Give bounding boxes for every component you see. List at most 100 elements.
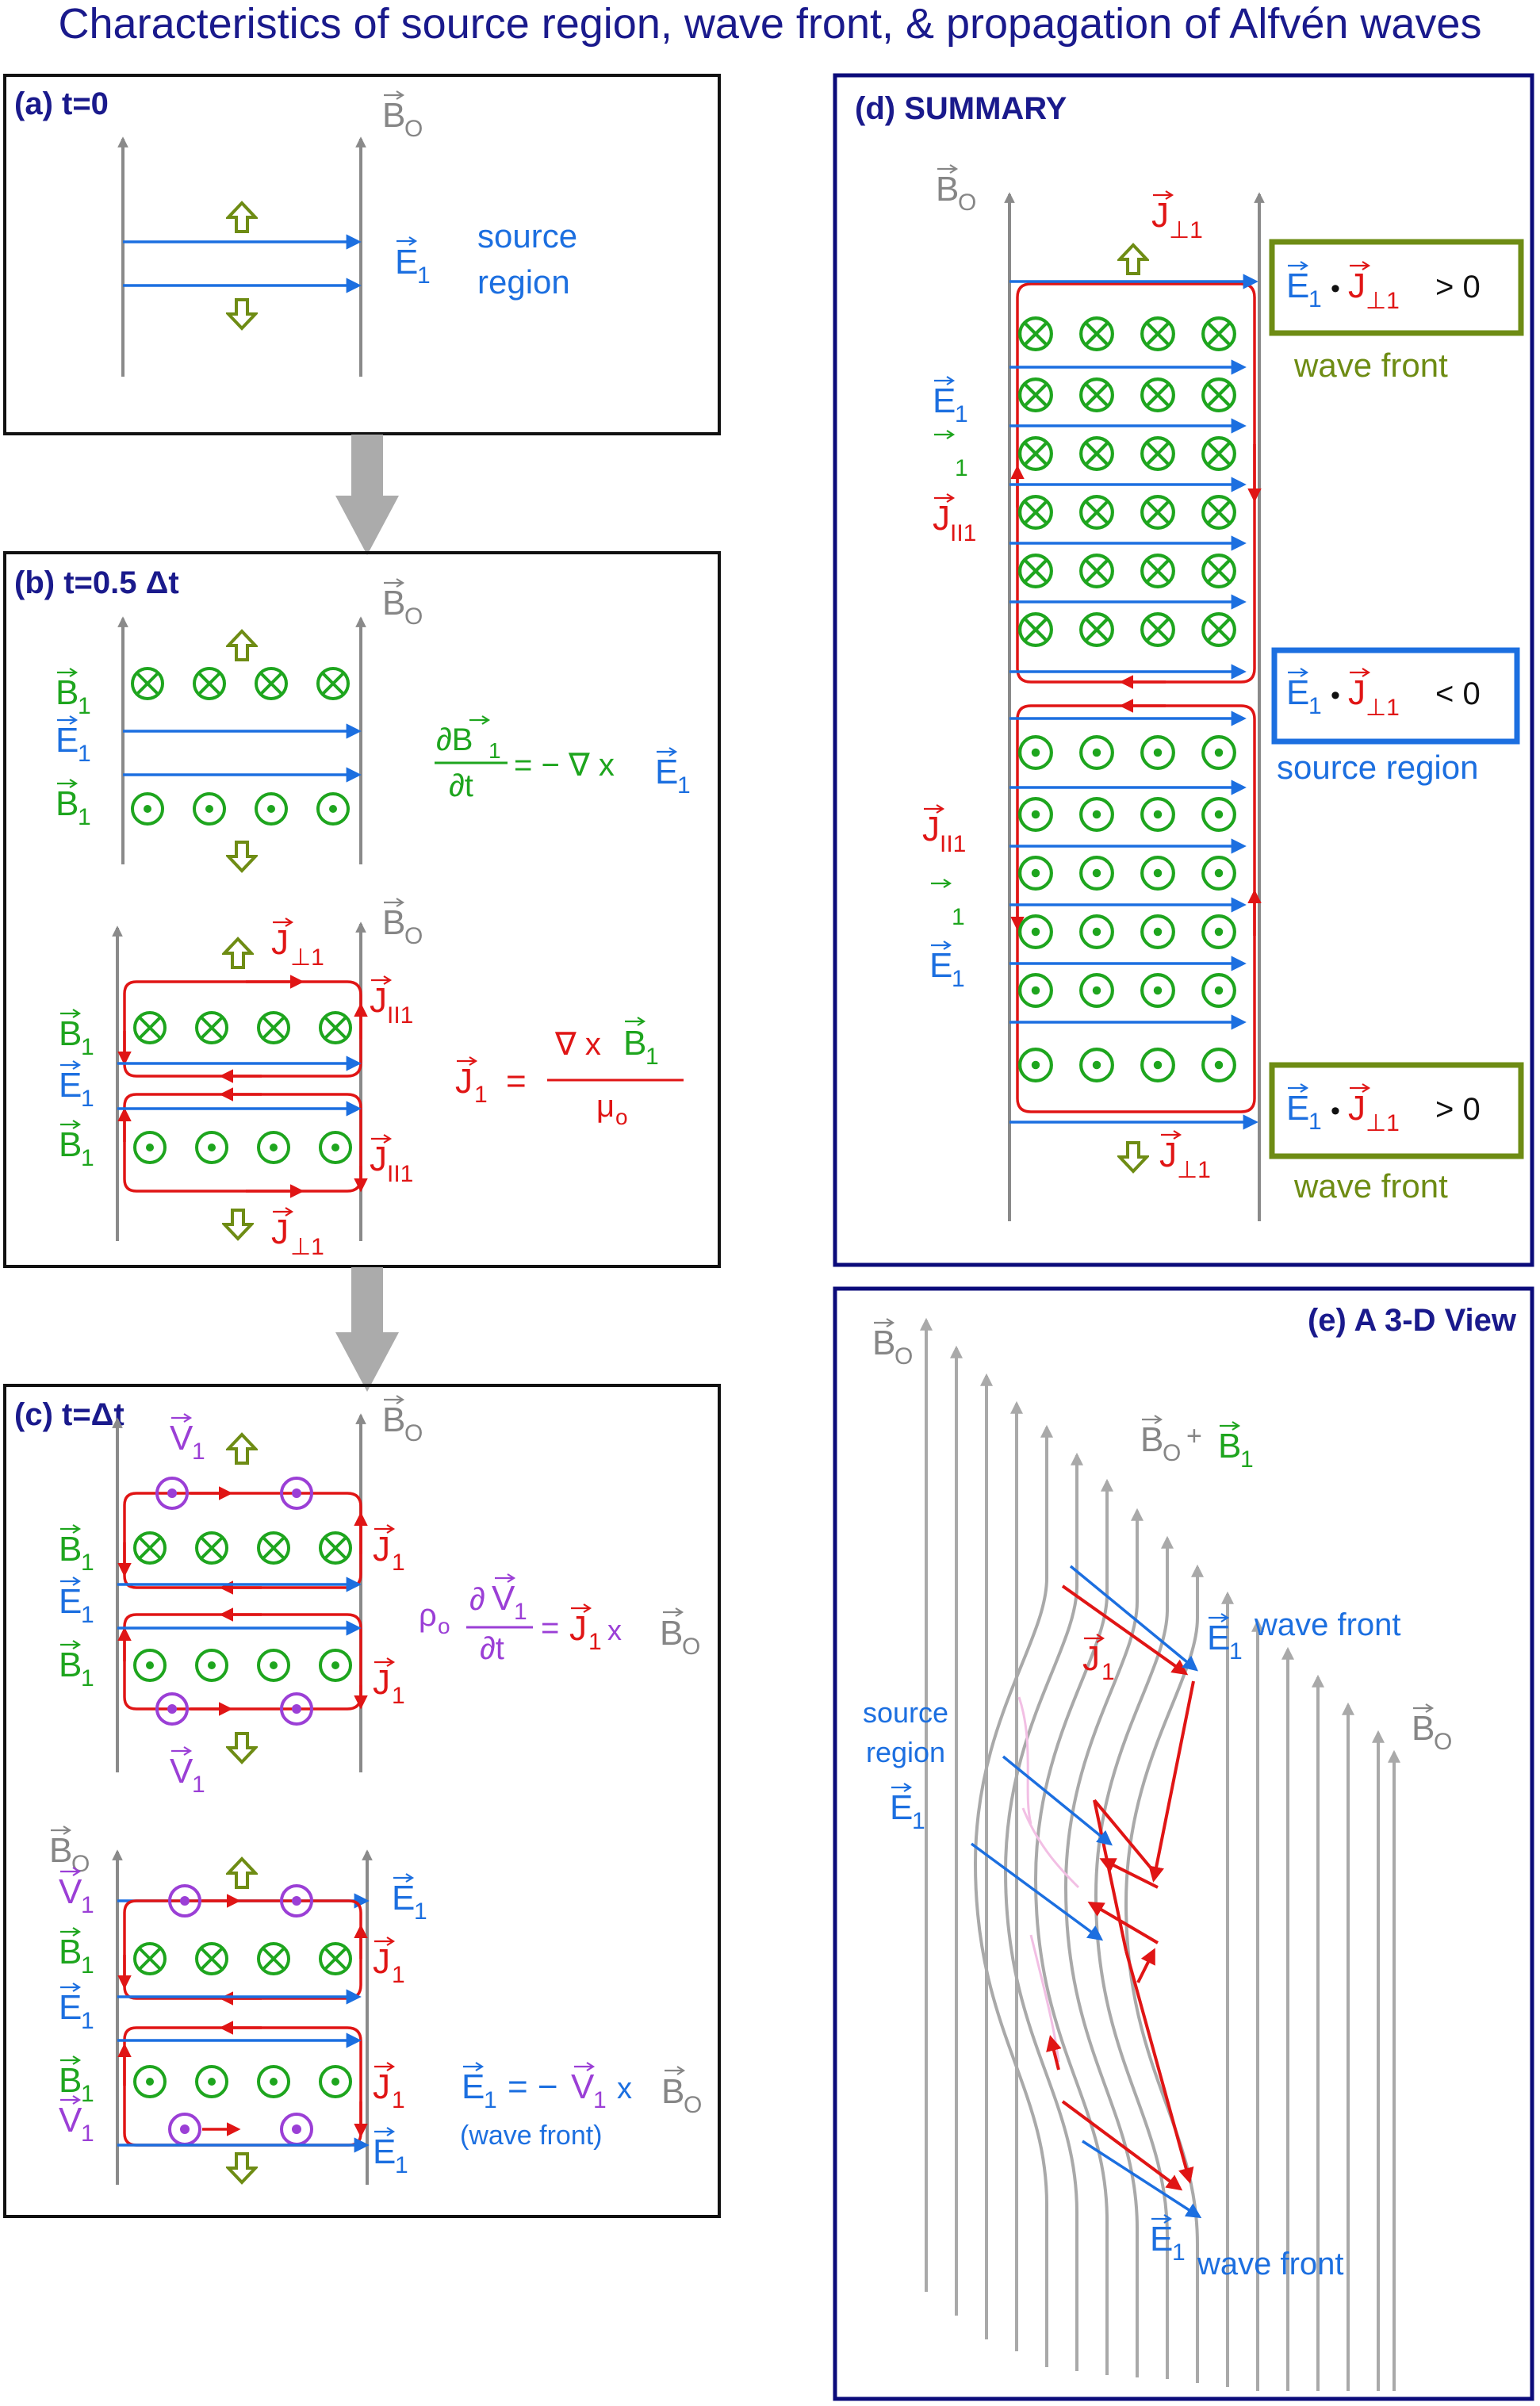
b1-out-of-page-icon (1020, 737, 1052, 768)
b1-into-page-icon (1081, 555, 1113, 587)
svg-text:∂t: ∂t (449, 768, 473, 803)
svg-text:V: V (170, 1419, 193, 1458)
svg-text:B: B (56, 784, 79, 823)
b1-into-page-icon (1203, 318, 1235, 350)
svg-text:∇ x: ∇ x (554, 1027, 601, 1062)
b1-out-of-page-icon (195, 2065, 228, 2098)
svg-text:⊥1: ⊥1 (1177, 1157, 1211, 1183)
v1-velocity-icon (280, 2113, 313, 2146)
svg-text:1: 1 (1308, 693, 1322, 719)
e1-arrows-3d (970, 1565, 1202, 2219)
b1-into-page-icon (319, 1942, 352, 1975)
v1-velocity-icon (168, 2113, 201, 2146)
b1-into-page-icon (1081, 379, 1113, 411)
svg-text:∂B: ∂B (436, 722, 473, 757)
current-loop-upper (117, 975, 368, 1083)
svg-text:ρ: ρ (419, 1598, 437, 1633)
svg-text:1: 1 (1308, 286, 1322, 312)
svg-text:1: 1 (81, 1665, 94, 1691)
e1-label: E1 (59, 1982, 94, 2034)
b1-out-of-page-icon (1203, 975, 1235, 1006)
e1-label: E1 (373, 2126, 408, 2178)
svg-text:1: 1 (81, 2081, 94, 2107)
svg-text:O: O (682, 1634, 700, 1660)
e1-label: E1 (59, 1059, 94, 1112)
b1-label: 1 (933, 429, 968, 481)
svg-text:1: 1 (645, 1044, 659, 1070)
svg-text:x: x (617, 2072, 632, 2105)
region-text: region (866, 1736, 945, 1768)
motion-down-icon (227, 1732, 257, 1764)
b1-into-page-icon (1142, 379, 1174, 411)
svg-text:O: O (71, 1851, 90, 1877)
e1-label: E1 (59, 1576, 94, 1628)
region-text: region (477, 263, 570, 301)
b1-out-of-page-icon (316, 792, 350, 826)
svg-text:V: V (492, 1579, 515, 1618)
e1-label: E1 (395, 236, 431, 289)
svg-text:B: B (382, 903, 405, 942)
svg-text:O: O (404, 923, 423, 949)
svg-text:1: 1 (395, 2152, 408, 2178)
svg-text:B: B (56, 673, 79, 712)
svg-text:•: • (1331, 680, 1340, 711)
b1-out-of-page-icon (1142, 857, 1174, 889)
panel-b: (b) t=0.5 Δt BO B1 E1 B1 ∂B 1 ∂t = − ∇ x… (3, 551, 721, 1268)
svg-text:O: O (684, 2092, 702, 2118)
svg-text:> 0: > 0 (1435, 270, 1481, 305)
b1-out-of-page-icon (133, 2065, 167, 2098)
svg-text:1: 1 (81, 1086, 94, 1112)
b1-into-page-icon (1020, 379, 1052, 411)
svg-text:1: 1 (81, 1602, 94, 1628)
svg-text:E: E (655, 753, 678, 791)
motion-up-icon (227, 1857, 257, 1889)
wave-front-text: wave front (1197, 2247, 1344, 2281)
b1-into-page-icon (131, 667, 164, 700)
svg-text:O: O (404, 1420, 423, 1446)
svg-text:J: J (1159, 1136, 1177, 1174)
svg-text:1: 1 (484, 2087, 497, 2113)
svg-text:J: J (1348, 673, 1366, 712)
b1-out-of-page-icon (1020, 799, 1052, 830)
svg-text:J: J (373, 1663, 390, 1702)
svg-text:J: J (569, 1609, 587, 1648)
b1-out-of-page-icon (1142, 799, 1174, 830)
svg-text:∂t: ∂t (480, 1631, 504, 1666)
b1-out-of-page-icon (1142, 1049, 1174, 1081)
svg-text:= −: = − (508, 2067, 558, 2106)
v1-label: V1 (59, 2094, 94, 2147)
svg-text:1: 1 (192, 1439, 205, 1465)
b0-label: BO (382, 90, 423, 142)
panel-b-label: (b) t=0.5 Δt (14, 565, 179, 600)
e1-label: E1 (392, 1872, 427, 1925)
b1-out-of-page-icon (319, 1131, 352, 1164)
svg-text:B: B (382, 1400, 405, 1439)
svg-text:J: J (1082, 1639, 1100, 1678)
b1-into-page-icon (1142, 438, 1174, 469)
perturbed-field-lines (973, 1424, 1204, 2383)
svg-text:V: V (59, 2101, 82, 2140)
b1-out-of-page-icon (319, 1649, 352, 1682)
svg-text:J: J (370, 1140, 387, 1178)
b1-into-page-icon (1081, 318, 1113, 350)
b1-out-of-page-icon (1020, 916, 1052, 948)
motion-up-icon (227, 201, 257, 233)
svg-text:1: 1 (1229, 1638, 1243, 1665)
svg-text:E: E (59, 1066, 82, 1105)
svg-text:⊥1: ⊥1 (1169, 217, 1203, 243)
b1-into-page-icon (195, 1011, 228, 1044)
svg-text:1: 1 (78, 741, 91, 767)
svg-text:1: 1 (78, 693, 91, 719)
j-perp-label: J⊥1 (271, 1206, 324, 1260)
svg-text:⊥1: ⊥1 (290, 1234, 324, 1260)
svg-text:B: B (660, 1614, 683, 1653)
b1-out-of-page-icon (1081, 737, 1113, 768)
svg-text:O: O (1434, 1729, 1452, 1755)
b1-into-page-icon (316, 667, 350, 700)
b1-into-page-icon (1203, 496, 1235, 528)
j-perp-label: J⊥1 (1159, 1129, 1211, 1183)
